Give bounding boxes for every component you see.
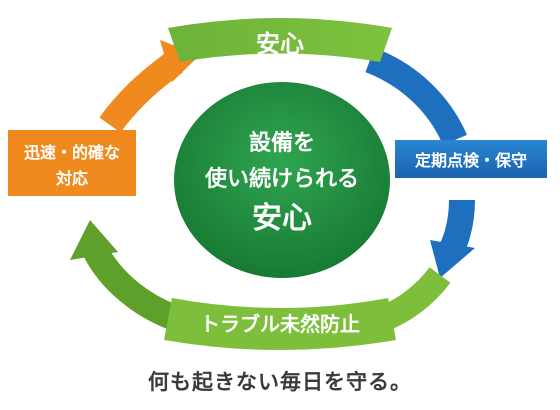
label-top-banner xyxy=(168,18,392,62)
arc-bottom-right xyxy=(379,266,451,331)
label-left-box xyxy=(8,130,136,196)
arc-left-top xyxy=(99,51,184,133)
arrowhead-to-bottom xyxy=(430,240,475,278)
label-bottom: トラブル未然防止 xyxy=(200,312,360,336)
center-line3: 安心 xyxy=(252,201,312,236)
label-right: 定期点検・保守 xyxy=(414,151,527,170)
label-top: 安心 xyxy=(256,30,304,58)
label-left-line2: 対応 xyxy=(55,169,88,188)
arc-top-right xyxy=(365,47,467,146)
caption-text: 何も起きない毎日を守る。 xyxy=(148,370,412,394)
center-line2: 使い続けられる xyxy=(204,166,359,192)
arc-bottom-left xyxy=(83,243,180,331)
center-circle xyxy=(174,82,390,278)
label-right-box xyxy=(395,140,547,178)
label-bottom-banner xyxy=(164,298,396,350)
arrowhead-to-left xyxy=(70,220,118,260)
label-left-line1: 迅速・的確な xyxy=(24,143,120,162)
center-line1: 設備を xyxy=(249,130,315,156)
